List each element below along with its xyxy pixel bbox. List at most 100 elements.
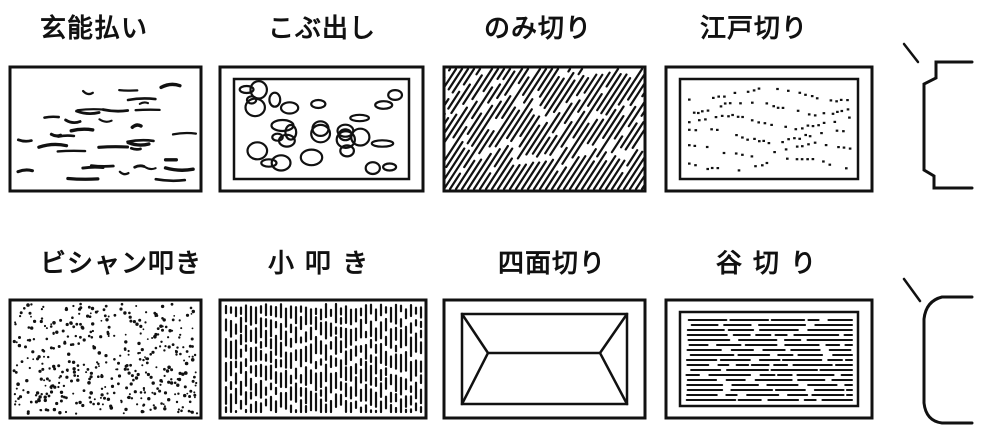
texture-stipple — [78, 400, 82, 405]
texture-stipple — [16, 382, 20, 386]
texture-stipple — [145, 361, 149, 365]
texture-stipple — [66, 335, 70, 338]
texture-stipple — [125, 386, 129, 390]
texture-stroke — [16, 168, 34, 174]
texture-stipple — [71, 360, 76, 364]
texture-stipple — [89, 330, 93, 334]
texture-dot — [795, 158, 799, 161]
texture-stipple — [152, 404, 155, 407]
texture-dot — [828, 163, 832, 166]
texture-dot — [822, 160, 825, 163]
texture-stipple — [91, 322, 95, 326]
texture-stroke — [171, 131, 198, 136]
texture-stipple — [142, 404, 145, 407]
texture-stipple — [37, 398, 41, 403]
texture-stipple — [153, 392, 157, 396]
texture-stipple — [140, 397, 143, 400]
texture-stipple — [72, 370, 76, 374]
texture-stipple — [34, 400, 38, 404]
texture-stipple — [62, 384, 66, 388]
texture-stipple — [65, 322, 69, 327]
texture-stipple — [86, 368, 90, 371]
texture-stipple — [99, 396, 102, 399]
texture-stipple — [82, 363, 86, 366]
texture-stipple — [35, 391, 40, 395]
texture-hatch — [466, 68, 548, 190]
texture-hatch — [472, 68, 554, 190]
texture-stipple — [169, 381, 174, 385]
texture-stipple — [163, 405, 166, 408]
texture-dot — [720, 114, 724, 117]
texture-stipple — [75, 412, 78, 415]
texture-stipple — [104, 386, 107, 388]
texture-stipple — [72, 325, 76, 329]
texture-dot — [688, 98, 691, 101]
texture-dot — [733, 91, 737, 94]
texture-stipple — [177, 408, 180, 411]
texture-stipple — [143, 391, 147, 394]
tile-shimen-giri — [442, 298, 647, 420]
texture-stipple — [100, 374, 104, 379]
texture-dot — [765, 102, 769, 105]
texture-stipple — [79, 302, 82, 306]
texture-stipple — [87, 381, 91, 385]
texture-stipple — [133, 390, 137, 394]
texture-stipple — [104, 354, 108, 358]
texture-stipple — [53, 367, 57, 371]
texture-stipple — [52, 321, 56, 325]
texture-stipple — [183, 393, 187, 398]
texture-stipple — [29, 400, 33, 403]
texture-stipple — [126, 368, 130, 371]
texture-bump — [260, 158, 278, 168]
texture-stipple — [180, 327, 183, 330]
texture-stipple — [127, 353, 130, 356]
texture-hatch — [562, 68, 644, 190]
texture-dot — [735, 134, 738, 137]
texture-dot — [833, 120, 837, 123]
texture-stipple — [135, 322, 139, 326]
texture-stipple — [139, 332, 142, 335]
texture-stipple — [49, 390, 54, 394]
texture-stipple — [89, 400, 93, 404]
texture-stipple — [60, 395, 64, 398]
texture-dot — [716, 128, 719, 131]
texture-stipple — [186, 392, 189, 395]
texture-stipple — [79, 335, 82, 339]
texture-stipple — [89, 391, 93, 395]
texture-stipple — [184, 371, 188, 375]
texture-stipple — [30, 303, 33, 306]
texture-dot — [820, 132, 823, 135]
texture-dot — [750, 155, 754, 158]
texture-stipple — [15, 364, 19, 367]
texture-stipple — [177, 392, 180, 395]
texture-stipple — [103, 396, 106, 400]
texture-stipple — [170, 302, 174, 306]
texture-stipple — [57, 385, 60, 389]
texture-stipple — [81, 403, 85, 408]
texture-stipple — [138, 358, 142, 361]
texture-dot — [822, 121, 826, 124]
texture-hatch — [478, 68, 560, 190]
texture-stipple — [124, 333, 127, 336]
texture-dot — [762, 139, 765, 142]
texture-dot — [784, 148, 788, 151]
texture-dot — [784, 125, 787, 128]
texture-dot — [694, 164, 697, 167]
texture-stipple — [178, 319, 181, 322]
texture-stipple — [117, 361, 120, 365]
texture-stipple — [175, 353, 178, 356]
texture-stipple — [159, 324, 163, 328]
texture-dot — [741, 115, 744, 119]
texture-dot — [804, 93, 807, 96]
tile-kobudashi — [218, 65, 425, 193]
texture-bump — [299, 148, 324, 167]
texture-stipple — [188, 400, 192, 404]
texture-stipple — [149, 375, 153, 379]
texture-stipple — [138, 318, 142, 322]
texture-stipple — [155, 366, 158, 369]
texture-hatch — [616, 150, 644, 190]
texture-stipple — [82, 389, 86, 392]
texture-stipple — [58, 381, 61, 384]
texture-stipple — [90, 336, 94, 339]
texture-stipple — [66, 370, 69, 372]
